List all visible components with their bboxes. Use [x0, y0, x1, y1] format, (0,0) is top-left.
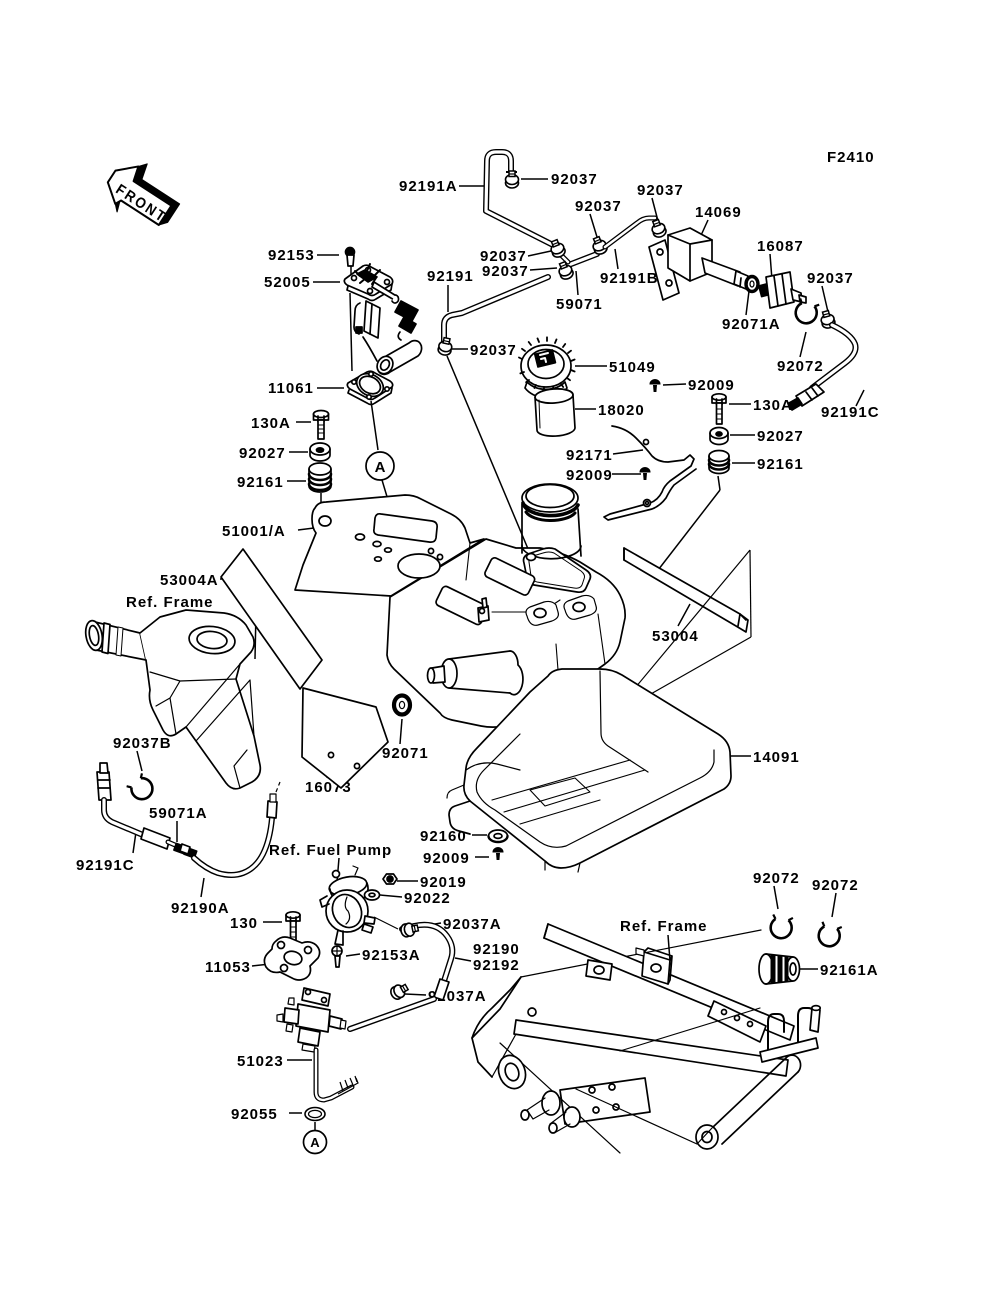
- svg-text:92037: 92037: [637, 182, 684, 199]
- svg-text:92009: 92009: [688, 377, 735, 394]
- svg-text:Ref. Fuel Pump: Ref. Fuel Pump: [269, 842, 392, 859]
- svg-text:92161A: 92161A: [820, 962, 879, 979]
- svg-text:18020: 18020: [598, 402, 645, 419]
- svg-text:92027: 92027: [757, 428, 804, 445]
- svg-text:92072: 92072: [777, 358, 824, 375]
- svg-text:92037: 92037: [575, 198, 622, 215]
- svg-text:51049: 51049: [609, 359, 656, 376]
- svg-text:92019: 92019: [420, 874, 467, 891]
- svg-text:92160: 92160: [420, 828, 467, 845]
- svg-text:92027: 92027: [239, 445, 286, 462]
- svg-text:51023: 51023: [237, 1053, 284, 1070]
- svg-text:Ref. Frame: Ref. Frame: [126, 594, 214, 611]
- svg-text:14069: 14069: [695, 204, 742, 221]
- svg-text:53004A: 53004A: [160, 572, 219, 589]
- svg-text:A: A: [310, 1135, 320, 1150]
- svg-text:92022: 92022: [404, 890, 451, 907]
- svg-text:16087: 16087: [757, 238, 804, 255]
- svg-text:130A: 130A: [251, 415, 291, 432]
- svg-text:92071: 92071: [382, 745, 429, 762]
- svg-text:F2410: F2410: [827, 149, 875, 166]
- svg-text:92037: 92037: [470, 342, 517, 359]
- svg-text:92009: 92009: [423, 850, 470, 867]
- svg-text:92037: 92037: [482, 263, 529, 280]
- svg-text:51001/A: 51001/A: [222, 523, 286, 540]
- svg-text:59071A: 59071A: [149, 805, 208, 822]
- svg-text:92191C: 92191C: [821, 404, 880, 421]
- svg-text:92153A: 92153A: [362, 947, 421, 964]
- svg-text:92153: 92153: [268, 247, 315, 264]
- svg-text:92055: 92055: [231, 1106, 278, 1123]
- svg-text:130A: 130A: [753, 397, 793, 414]
- svg-text:92037: 92037: [807, 270, 854, 287]
- svg-text:92191C: 92191C: [76, 857, 135, 874]
- svg-text:92009: 92009: [566, 467, 613, 484]
- svg-text:92191: 92191: [427, 268, 474, 285]
- svg-text:92037: 92037: [551, 171, 598, 188]
- svg-text:92191B: 92191B: [600, 270, 659, 287]
- svg-text:11061: 11061: [268, 380, 314, 397]
- svg-text:92037: 92037: [480, 248, 527, 265]
- svg-text:11053: 11053: [205, 959, 251, 976]
- svg-text:53004: 53004: [652, 628, 699, 645]
- svg-text:92072: 92072: [812, 877, 859, 894]
- svg-text:92190: 92190: [473, 941, 520, 958]
- svg-text:Ref. Frame: Ref. Frame: [620, 918, 708, 935]
- svg-text:92171: 92171: [566, 447, 613, 464]
- svg-text:92190A: 92190A: [171, 900, 230, 917]
- svg-text:52005: 52005: [264, 274, 311, 291]
- svg-text:92071A: 92071A: [722, 316, 781, 333]
- svg-text:92161: 92161: [757, 456, 804, 473]
- svg-text:92191A: 92191A: [399, 178, 458, 195]
- svg-text:A: A: [375, 459, 386, 476]
- svg-text:92192: 92192: [473, 957, 520, 974]
- svg-text:14091: 14091: [753, 749, 800, 766]
- svg-text:92037B: 92037B: [113, 735, 172, 752]
- svg-text:92161: 92161: [237, 474, 284, 491]
- svg-text:92072: 92072: [753, 870, 800, 887]
- svg-text:59071: 59071: [556, 296, 603, 313]
- svg-text:92037A: 92037A: [443, 916, 502, 933]
- svg-text:130: 130: [230, 915, 258, 932]
